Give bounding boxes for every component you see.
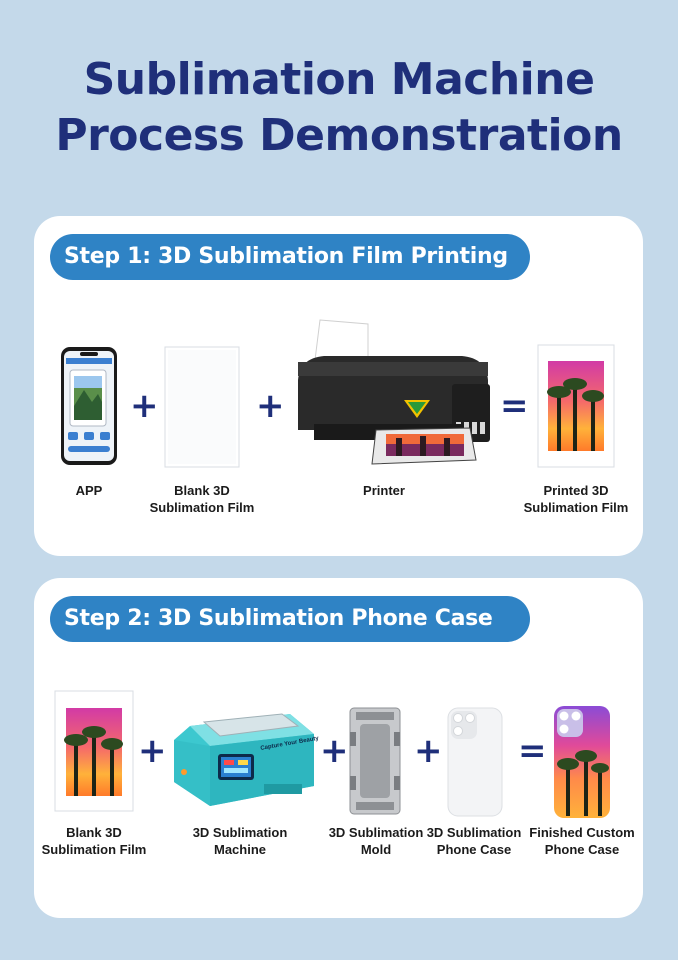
machine-label: 3D Sublimation Machine (192, 825, 288, 857)
step2-card: Step 2: 3D Sublimation Phone Case + (34, 578, 643, 918)
printer-image (298, 319, 490, 465)
finished-case-label: Finished Custom Phone Case (529, 825, 635, 857)
title-line-1: Sublimation Machine (83, 54, 595, 105)
blank-film-image (164, 346, 240, 468)
equals-operator: = (518, 731, 547, 771)
page-title: Sublimation Machine Process Demonstratio… (0, 52, 678, 164)
blank-case-label: 3D Sublimation Phone Case (426, 825, 522, 857)
plus-operator: + (130, 386, 159, 426)
plus-operator: + (256, 386, 285, 426)
printed-film-image (537, 344, 615, 468)
equals-operator: = (500, 386, 529, 426)
film-image (54, 690, 134, 812)
mold-label: 3D Sublimation Mold (328, 825, 424, 857)
sublimation-mold-image (349, 707, 401, 815)
blank-phone-case-image (447, 707, 503, 817)
blank-film-label: Blank 3D Sublimation Film (149, 483, 255, 515)
sublimation-machine-image (174, 713, 314, 806)
film-label: Blank 3D Sublimation Film (41, 825, 147, 857)
step1-card: Step 1: 3D Sublimation Film Printing + + (34, 216, 643, 556)
app-label: APP (75, 483, 103, 498)
finished-phone-case-image (554, 706, 610, 818)
printer-label: Printer (363, 483, 405, 498)
printed-film-label: Printed 3D Sublimation Film (523, 483, 629, 515)
plus-operator: + (138, 731, 167, 771)
step1-heading: Step 1: 3D Sublimation Film Printing (50, 234, 530, 280)
plus-operator: + (320, 731, 349, 771)
step2-heading: Step 2: 3D Sublimation Phone Case (50, 596, 530, 642)
title-line-2: Process Demonstration (55, 110, 623, 161)
app-phone-image (61, 347, 117, 465)
plus-operator: + (414, 731, 443, 771)
